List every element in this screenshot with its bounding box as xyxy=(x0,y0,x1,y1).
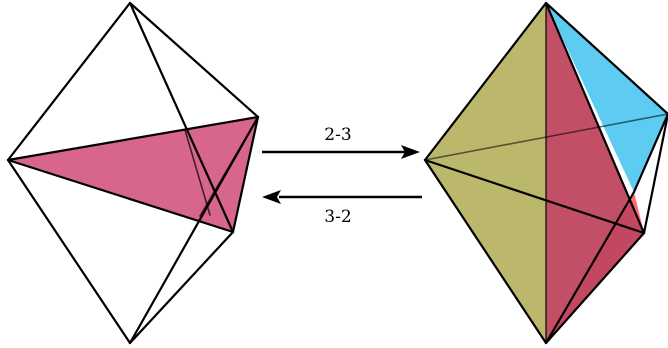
left-hidden-edge xyxy=(184,129,211,216)
right-three-tetrahedra xyxy=(423,1,668,345)
left-edge-top-front xyxy=(128,1,235,234)
backward-arrow xyxy=(262,190,422,204)
left-shared-face xyxy=(6,115,260,234)
backward-move-label: 3-2 xyxy=(324,207,351,227)
right-edge-back-short xyxy=(632,112,668,194)
left-two-tetrahedra xyxy=(6,1,260,345)
right-face-crimson xyxy=(546,3,644,343)
forward-arrow xyxy=(262,145,420,159)
right-edge-middle xyxy=(423,158,646,235)
right-edge-bottom-left xyxy=(423,158,548,345)
left-edge-bottom-right xyxy=(128,115,260,345)
left-edge-bottom-left xyxy=(6,158,132,345)
right-edge-top-left xyxy=(423,1,548,162)
left-edge-top-left xyxy=(6,1,132,162)
right-edge-top-front xyxy=(544,1,646,235)
left-edge-top-right xyxy=(128,1,260,119)
forward-move-label: 2-3 xyxy=(324,125,351,145)
right-edge-bottom-front xyxy=(544,231,646,345)
right-edge-top-right xyxy=(544,1,668,116)
right-edge-right-side xyxy=(642,112,668,235)
right-face-blue xyxy=(546,3,668,192)
right-face-olive xyxy=(425,3,546,343)
right-edge-bottom-back xyxy=(544,190,636,345)
left-edge-bottom-front xyxy=(128,230,235,345)
